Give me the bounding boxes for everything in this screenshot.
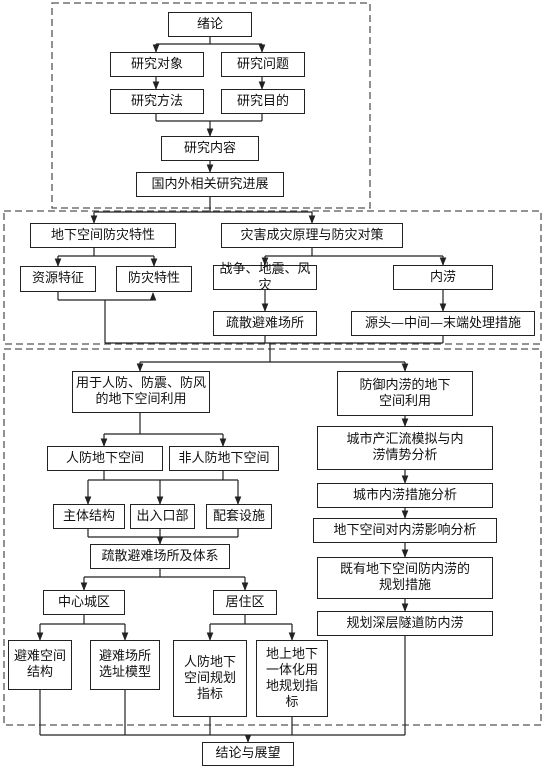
section-frame-application [3, 348, 542, 726]
node-civil-defense-use: 用于人防、防震、防风 的地下空间利用 [72, 371, 210, 413]
section-frame-theory [3, 210, 542, 345]
node-deep-tunnel: 规划深层隧道防内涝 [317, 611, 493, 636]
node-underground-feature: 地下空间防灾特性 [30, 223, 176, 248]
node-intro: 绪论 [168, 12, 252, 37]
node-related-progress: 国内外相关研究进展 [136, 172, 284, 197]
node-research-content: 研究内容 [161, 136, 259, 161]
node-non-civil-defense-space: 非人防地下空间 [169, 446, 279, 471]
node-shelter-structure: 避难空间 结构 [8, 640, 72, 690]
node-waterlogging: 内涝 [393, 265, 493, 290]
node-evacuation-site: 疏散避难场所 [213, 311, 317, 336]
node-research-purpose: 研究目的 [221, 89, 305, 114]
node-urban-measure-analysis: 城市内涝措施分析 [317, 483, 493, 508]
node-evacuation-system: 疏散避难场所及体系 [90, 544, 230, 569]
node-waterlogging-defense: 防御内涝的地下 空间利用 [337, 371, 473, 416]
node-civil-defense-space: 人防地下空间 [47, 446, 163, 471]
node-conclusion: 结论与展望 [202, 742, 294, 766]
node-site-model: 避难场所 选址模型 [90, 640, 160, 690]
node-research-question: 研究问题 [221, 52, 305, 77]
node-supporting-facilities: 配套设施 [206, 504, 272, 529]
node-integrated-index: 地上地下 一体化用 地规划指 标 [256, 640, 328, 717]
node-main-structure: 主体结构 [53, 504, 125, 529]
node-resource-feature: 资源特征 [20, 266, 96, 292]
node-source-middle-end: 源头—中间—末端处理措施 [351, 311, 535, 336]
node-impact-analysis: 地下空间对内涝影响分析 [313, 518, 497, 543]
node-residential-area: 居住区 [213, 590, 277, 615]
node-research-object: 研究对象 [110, 52, 204, 77]
node-entrance: 出入口部 [130, 504, 195, 529]
section-frame-intro [51, 2, 371, 209]
node-research-method: 研究方法 [110, 89, 204, 114]
node-disaster-principle: 灾害成灾原理与防灾对策 [221, 223, 403, 248]
node-disaster-prevention-feature: 防灾特性 [116, 266, 192, 292]
node-urban-runoff: 城市产汇流模拟与内 涝情势分析 [317, 426, 493, 470]
node-existing-planning: 既有地下空间防内涝的 规划措施 [317, 557, 493, 599]
node-civil-planning-index: 人防地下 空间规划 指标 [173, 640, 247, 717]
node-war-quake-wind: 战争、地震、风灾 [213, 262, 317, 293]
node-center-area: 中心城区 [43, 590, 125, 615]
